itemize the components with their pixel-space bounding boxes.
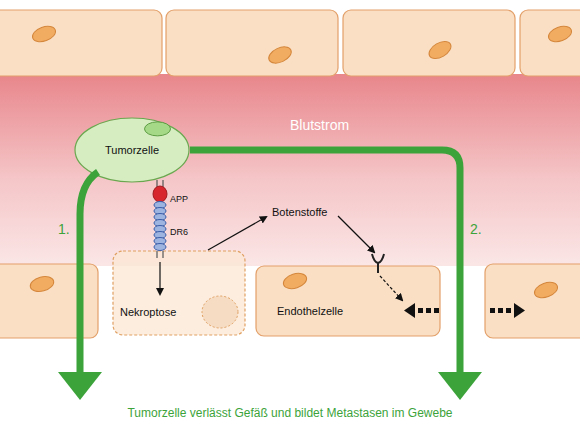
cell-label: Tumorzelle bbox=[105, 144, 159, 156]
label-holder: APP bbox=[170, 188, 188, 206]
label-holder: Blutstrom bbox=[290, 116, 349, 134]
nuclei bbox=[29, 23, 574, 300]
gap-arrows bbox=[404, 303, 525, 318]
signal-label: Botenstoffe bbox=[272, 206, 327, 218]
step-number: 2. bbox=[470, 221, 482, 237]
step-number: 1. bbox=[58, 221, 70, 237]
receptor-complex bbox=[153, 180, 167, 258]
cell-outline bbox=[112, 250, 246, 336]
label-holder: Tumorzelle verlässt Gefäß und bildet Met… bbox=[0, 403, 580, 421]
caption-text: Tumorzelle verlässt Gefäß und bildet Met… bbox=[127, 406, 452, 420]
flow-label: Blutstrom bbox=[290, 117, 349, 133]
cell-label: Endothelzelle bbox=[277, 305, 343, 317]
endothelial-cell: Endothelzelle bbox=[255, 265, 441, 337]
migration-arrows bbox=[58, 150, 482, 400]
signal-arrows bbox=[160, 216, 402, 300]
cell-label: Nekroptose bbox=[120, 306, 176, 318]
label-holder: 1. bbox=[58, 220, 70, 238]
label-holder: 2. bbox=[470, 220, 482, 238]
blood-stream bbox=[0, 74, 580, 266]
endothel-receptor bbox=[372, 254, 384, 273]
cell-outline bbox=[255, 265, 441, 337]
protein-label: APP bbox=[170, 194, 188, 204]
necroptotic-cell: Nekroptose bbox=[112, 250, 246, 336]
top-cells bbox=[0, 10, 580, 338]
protein-label: DR6 bbox=[170, 227, 188, 237]
label-holder: DR6 bbox=[170, 221, 188, 239]
label-holder: Botenstoffe bbox=[272, 202, 327, 220]
